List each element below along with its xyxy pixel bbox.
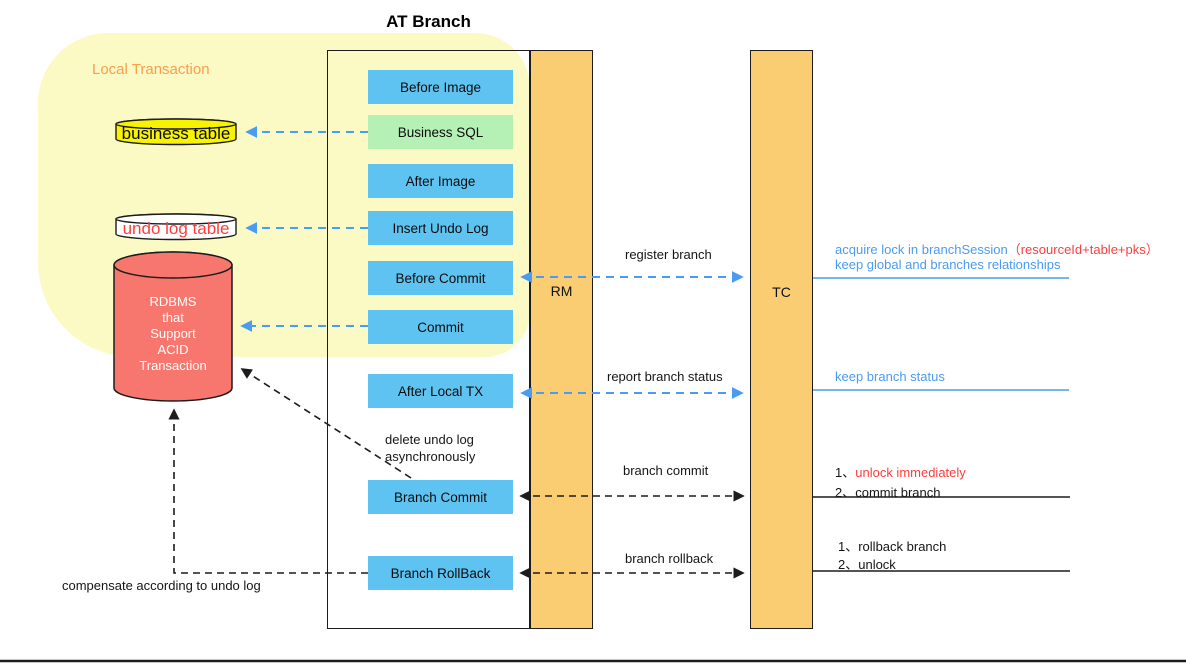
label-delete-undo-log: delete undo log asynchronously [385, 432, 476, 464]
business-table-label: business table [121, 124, 231, 143]
note-rollback-step2: 2、unlock [838, 557, 896, 572]
undo-log-table-label: undo log table [122, 219, 230, 238]
note-keep-branch-status: keep branch status [835, 369, 945, 384]
label-branch-commit: branch commit [623, 463, 709, 478]
step-business-sql: Business SQL [368, 115, 513, 149]
label-branch-rollback: branch rollback [625, 551, 714, 566]
rm-label: RM [550, 283, 573, 299]
note-rollback-step1: 1、rollback branch [838, 539, 947, 554]
diagram-title: AT Branch [386, 12, 471, 31]
database-cylinder-icon [113, 251, 233, 402]
step-commit: Commit [368, 310, 513, 344]
rdbms-cylinder: RDBMS that Support ACID Transaction [113, 251, 233, 403]
note-commit-step2: 2、commit branch [835, 485, 941, 500]
rdbms-label: RDBMS that Support ACID Transaction [139, 294, 207, 373]
business-table-cylinder: business table [115, 118, 237, 146]
step-after-image: After Image [368, 164, 513, 198]
at-branch-container [327, 50, 530, 629]
local-transaction-label: Local Transaction [92, 61, 210, 78]
undo-log-table-cylinder: undo log table [115, 213, 237, 241]
rm-lifeline-bar [530, 50, 593, 629]
tc-lifeline-bar [750, 50, 813, 629]
cylinder-shape-icon [115, 118, 237, 146]
cylinder-shape-icon [115, 213, 237, 241]
step-after-local-tx: After Local TX [368, 374, 513, 408]
step-branch-rollback: Branch RollBack [368, 556, 513, 590]
step-insert-undo-log: Insert Undo Log [368, 211, 513, 245]
label-report-branch-status: report branch status [607, 369, 723, 384]
step-before-commit: Before Commit [368, 261, 513, 295]
note-keep-global: keep global and branches relationships [835, 257, 1061, 272]
tc-label: TC [772, 284, 791, 300]
step-before-image: Before Image [368, 70, 513, 104]
note-commit-step1: 1、unlock immediately [835, 465, 966, 480]
step-branch-commit: Branch Commit [368, 480, 513, 514]
label-register-branch: register branch [625, 247, 712, 262]
note-acquire-lock: acquire lock in branchSession（resourceId… [835, 242, 1159, 257]
label-compensate: compensate according to undo log [62, 578, 261, 593]
